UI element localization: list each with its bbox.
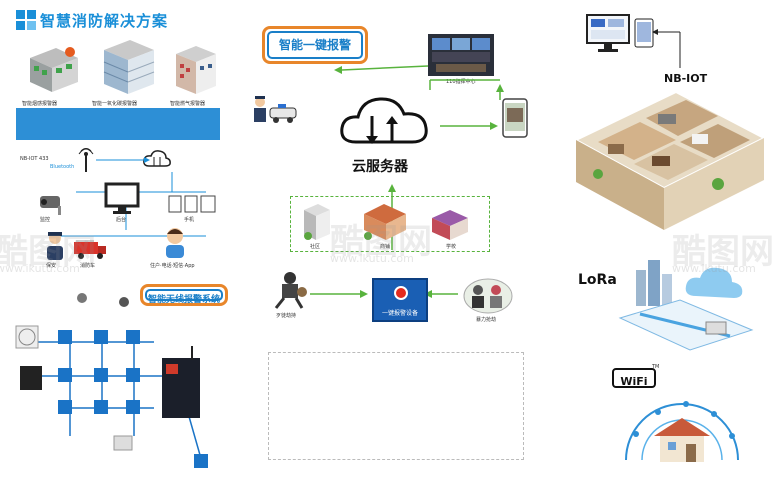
devices-group-icon xyxy=(168,194,216,214)
wireless-node-grid xyxy=(15,293,208,468)
flow-arrows xyxy=(310,65,504,298)
person-label-3: 住户·电话·短信·App xyxy=(150,263,195,269)
smart-home-floorplan xyxy=(568,84,768,234)
watermark-text-1: 酷图网 xyxy=(0,232,96,272)
nbiot-connector xyxy=(652,29,681,68)
one-key-alarm-title: 智能一键报警 xyxy=(278,38,351,52)
watermark-text-3: 酷图网 xyxy=(672,232,774,272)
one-key-alarm-badge: 智能一键报警 xyxy=(262,26,368,64)
nbiot-label: NB-IOT xyxy=(664,72,708,85)
building-label-3: 智能燃气报警器 xyxy=(170,101,206,107)
guard-person-icon xyxy=(44,230,66,260)
camera-icon xyxy=(38,192,68,216)
tablet-icon xyxy=(634,18,654,48)
lora-network-illustration xyxy=(610,256,760,352)
nb-label: NB-IOT 433 xyxy=(20,156,49,162)
center-building-1 xyxy=(300,202,334,242)
one-key-alarm-device: 一键报警设备 xyxy=(372,278,428,322)
command-center-screen xyxy=(428,34,494,76)
alarm-red-button xyxy=(394,286,408,300)
person-label-1: 保安 xyxy=(46,263,57,269)
blue-network-band xyxy=(16,108,220,140)
person-label-2: 消防车 xyxy=(80,263,96,269)
command-center-label: 110指挥中心 xyxy=(446,79,476,85)
robbery-label: 暴力抢劫 xyxy=(476,317,497,323)
violent-robbery-icon xyxy=(462,276,514,314)
antenna-tower-icon xyxy=(78,148,94,172)
wifi-house-illustration xyxy=(616,376,746,470)
watermark-url-3: www.ikutu.com xyxy=(672,262,756,275)
page-title: 智慧消防解决方案 xyxy=(40,12,169,30)
cloud-server-icon xyxy=(336,86,432,150)
fire-truck-icon xyxy=(72,238,108,260)
cloud-server-label: 云服务器 xyxy=(352,159,408,175)
watermark-text-2: 酷图网 xyxy=(330,222,432,262)
police-officers-icon xyxy=(252,94,298,124)
wifi-tm-label: TM xyxy=(652,364,660,370)
building-label-2: 智能一氧化碳报警器 xyxy=(92,101,138,107)
bluetooth-label: Bluetooth xyxy=(50,164,75,170)
building-group-box xyxy=(290,196,490,252)
building-illustration-2 xyxy=(100,36,158,96)
wifi-label: WiFi xyxy=(620,375,648,388)
center-building-label-3: 学校 xyxy=(446,244,457,250)
one-key-alarm-badge-frame xyxy=(267,31,363,59)
monitor-label: 后台 xyxy=(116,217,127,223)
monitor-icon xyxy=(104,182,140,216)
phone-label: 手机 xyxy=(184,217,195,223)
empty-placeholder-box xyxy=(268,352,524,460)
watermark-url-1: www.ikutu.com xyxy=(0,262,80,275)
center-building-3 xyxy=(428,206,472,242)
resident-person-icon xyxy=(162,226,188,258)
camera-label: 监控 xyxy=(40,217,51,223)
robber-label: 歹徒劫持 xyxy=(276,313,297,319)
center-building-2 xyxy=(360,200,410,242)
wireless-alarm-badge-frame xyxy=(145,289,223,301)
one-key-device-label: 一键报警设备 xyxy=(381,310,418,317)
building-illustration-3 xyxy=(172,42,220,96)
mobile-phone-icon xyxy=(502,98,528,138)
center-building-label-1: 社区 xyxy=(310,244,321,250)
wifi-logo: WiFi xyxy=(612,368,656,388)
logo-squares-icon xyxy=(16,10,36,30)
dashboard-monitor-icon xyxy=(586,14,630,54)
building-label-1: 智能烟感报警器 xyxy=(22,101,58,107)
center-building-label-2: 商铺 xyxy=(380,244,391,250)
robber-figure-icon xyxy=(270,270,310,310)
wireless-alarm-title: 智能无线报警系统 xyxy=(147,295,220,305)
lora-label: LoRa xyxy=(578,272,617,288)
wireless-alarm-badge: 智能无线报警系统 xyxy=(140,284,228,306)
watermark-url-2: www.ikutu.com xyxy=(330,252,414,265)
building-illustration-1 xyxy=(26,44,82,94)
